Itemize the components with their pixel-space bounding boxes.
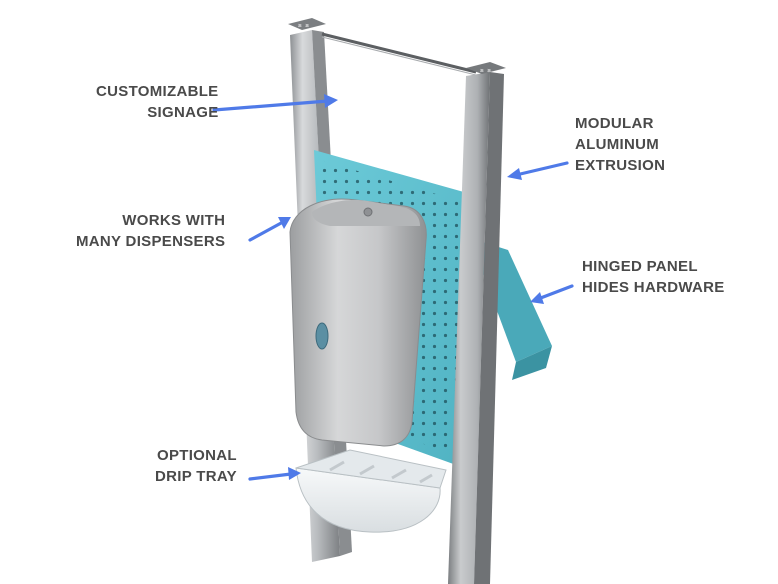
callout-dispensers-line-1: WORKS WITH (122, 212, 226, 229)
callout-label-signage: CUSTOMIZABLE SIGNAGE (96, 81, 219, 123)
callout-panel-line-1: HINGED PANEL (582, 258, 698, 275)
soap-dispenser-body (289, 198, 427, 447)
callout-signage-line-2: SIGNAGE (147, 104, 219, 121)
callout-drip-tray-line-1: OPTIONAL (156, 447, 237, 464)
arrowhead-drip-tray (288, 467, 301, 480)
callout-label-extrusion: MODULAR ALUMINUM EXTRUSION (575, 113, 665, 176)
callout-extrusion-line-3: EXTRUSION (575, 157, 666, 174)
arrowhead-extrusion (507, 168, 522, 180)
callout-panel-line-2: HIDES HARDWARE (582, 279, 725, 296)
callout-arrowheads (278, 94, 544, 480)
callout-arrows (212, 99, 574, 481)
arrow-drip-tray (248, 472, 293, 481)
right-post (448, 72, 490, 584)
top-cross-rod (321, 32, 477, 74)
soap-dispenser-screw (363, 207, 373, 217)
right-post-side (474, 72, 504, 584)
arrow-dispensers (248, 220, 285, 242)
callout-dispensers-line-2: MANY DISPENSERS (76, 233, 226, 250)
callout-extrusion-line-1: MODULAR (575, 115, 654, 132)
callout-label-dispensers: WORKS WITH MANY DISPENSERS (76, 210, 225, 252)
callout-label-drip-tray: OPTIONAL DRIP TRAY (155, 445, 237, 487)
callout-drip-tray-line-2: DRIP TRAY (155, 468, 237, 485)
arrowhead-dispensers (278, 217, 291, 229)
soap-dispenser-window (315, 322, 329, 350)
arrowhead-signage (324, 94, 338, 108)
arrow-extrusion (514, 161, 569, 177)
left-post-cap-mark: ≥ ≥ (298, 22, 309, 29)
right-post-cap-mark: ≥ ≥ (480, 67, 491, 74)
left-post-cap (288, 18, 326, 30)
arrowhead-panel (530, 292, 544, 304)
arrow-signage (212, 99, 330, 112)
callout-extrusion-line-2: ALUMINUM (575, 136, 660, 153)
drip-tray (295, 467, 441, 533)
callout-label-panel: HINGED PANEL HIDES HARDWARE (582, 256, 725, 298)
arrow-panel (536, 284, 574, 301)
callout-signage-line-1: CUSTOMIZABLE (96, 83, 219, 100)
hinged-flap-edge (512, 346, 552, 380)
right-post-cap (466, 62, 506, 74)
